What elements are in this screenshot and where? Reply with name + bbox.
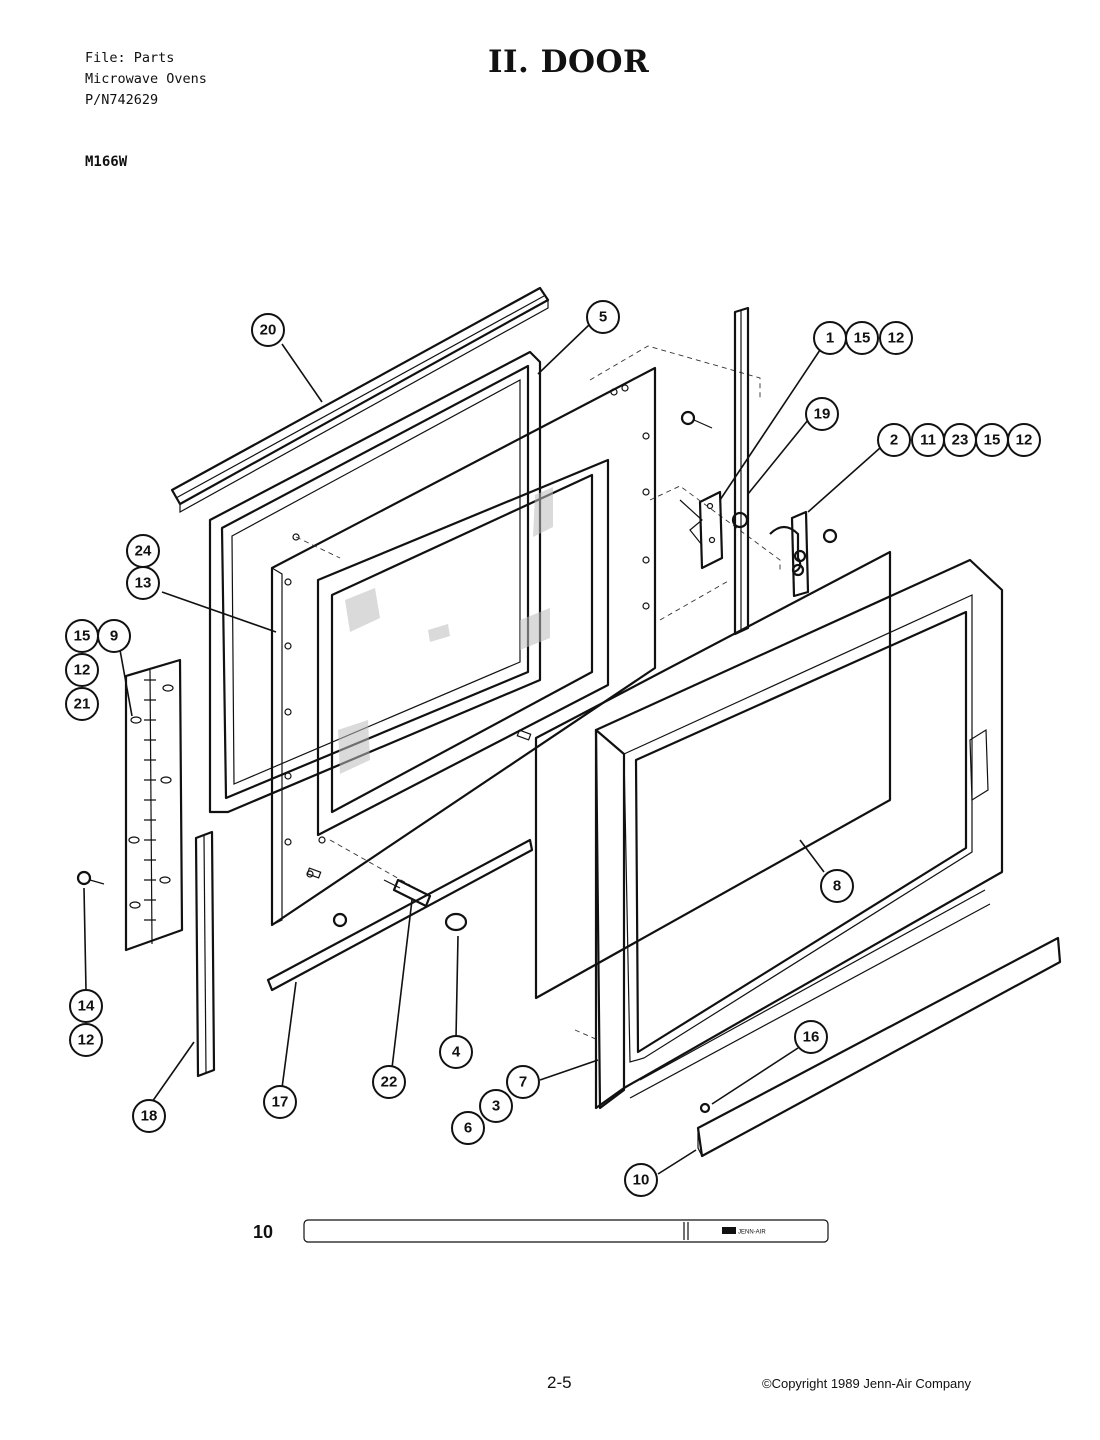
callout-12-right: 12 — [1007, 423, 1041, 457]
file-info-line-3: P/N742629 — [85, 92, 159, 108]
file-info-line-2: Microwave Ovens — [85, 71, 207, 87]
part-4-cap — [444, 912, 468, 932]
jenn-air-logo-text: JENN-AIR — [738, 1230, 766, 1236]
part-18-vertical-strip — [194, 830, 216, 1078]
svg-text:13: 13 — [135, 575, 152, 592]
callout-1: 1 — [813, 321, 847, 355]
svg-text:1: 1 — [826, 330, 834, 347]
part-9-hinge — [124, 658, 184, 952]
svg-text:19: 19 — [814, 406, 831, 423]
callout-15-right: 15 — [975, 423, 1009, 457]
part-17-bottom-strip — [266, 838, 534, 992]
part-7-outer-frame — [594, 558, 1004, 1110]
svg-text:23: 23 — [952, 432, 969, 449]
callout-18: 18 — [132, 1099, 166, 1133]
jenn-air-logo-mark — [722, 1227, 736, 1234]
callout-3: 3 — [479, 1089, 513, 1123]
callout-15-left: 15 — [65, 619, 99, 653]
model-number: M166W — [85, 154, 128, 170]
svg-text:17: 17 — [272, 1094, 289, 1111]
svg-text:4: 4 — [452, 1044, 461, 1061]
strip-outline — [303, 1219, 829, 1243]
panel-bottom-screws — [306, 729, 532, 928]
callout-16: 16 — [794, 1020, 828, 1054]
svg-text:15: 15 — [74, 628, 91, 645]
part-5-gasket-frame — [208, 350, 542, 814]
page-title: II. DOOR — [488, 44, 650, 80]
svg-text:12: 12 — [1016, 432, 1033, 449]
svg-text:18: 18 — [141, 1108, 158, 1125]
file-info-block: File: Parts Microwave Ovens P/N742629 — [85, 48, 207, 111]
svg-text:6: 6 — [464, 1120, 472, 1137]
svg-text:7: 7 — [519, 1074, 527, 1091]
part-19-latch-rod — [731, 306, 750, 636]
screw-top-right — [680, 410, 713, 429]
part-13-inner-panel — [270, 366, 657, 927]
callout-9: 9 — [97, 619, 131, 653]
svg-text:5: 5 — [599, 309, 607, 326]
svg-text:22: 22 — [381, 1074, 398, 1091]
svg-text:21: 21 — [74, 696, 91, 713]
part-10-trim-strip — [696, 936, 1062, 1158]
svg-text:15: 15 — [854, 330, 871, 347]
callout-15-top: 15 — [845, 321, 879, 355]
callout-6: 6 — [451, 1111, 485, 1145]
page-number: 2-5 — [547, 1373, 572, 1392]
callout-12-bottom: 12 — [69, 1023, 103, 1057]
callout-20: 20 — [251, 313, 285, 347]
part-8-glass-panel — [534, 550, 892, 1000]
part-20-top-strip — [170, 286, 550, 514]
copyright-notice: ©Copyright 1989 Jenn-Air Company — [762, 1376, 972, 1391]
callout-23: 23 — [943, 423, 977, 457]
svg-text:14: 14 — [78, 998, 95, 1015]
assembly-guide-lines — [295, 345, 781, 1041]
svg-text:20: 20 — [260, 322, 277, 339]
callout-7: 7 — [506, 1065, 540, 1099]
svg-text:10: 10 — [633, 1172, 650, 1189]
callout-22: 22 — [372, 1065, 406, 1099]
strip-label: 10 — [253, 1222, 273, 1242]
callout-12-left: 12 — [65, 653, 99, 687]
callout-19: 19 — [805, 397, 839, 431]
file-info-line-1: File: Parts — [85, 50, 175, 66]
callout-24: 24 — [126, 534, 160, 568]
callout-21: 21 — [65, 687, 99, 721]
callout-8: 8 — [820, 869, 854, 903]
part-14-screw — [76, 870, 105, 886]
svg-text:3: 3 — [492, 1098, 500, 1115]
part-16-screw — [699, 1102, 711, 1114]
svg-text:12: 12 — [74, 662, 91, 679]
svg-text:12: 12 — [888, 330, 905, 347]
part-22-spring — [383, 878, 432, 908]
svg-text:8: 8 — [833, 878, 841, 895]
callout-10: 10 — [624, 1163, 658, 1197]
callout-11: 11 — [911, 423, 945, 457]
svg-text:9: 9 — [110, 628, 118, 645]
svg-text:2: 2 — [890, 432, 898, 449]
leader-lines — [83, 323, 881, 1175]
callout-2: 2 — [877, 423, 911, 457]
part-1-latch-bracket — [679, 490, 724, 570]
svg-text:11: 11 — [920, 432, 936, 449]
svg-text:15: 15 — [984, 432, 1001, 449]
callout-12-top: 12 — [879, 321, 913, 355]
callout-14: 14 — [69, 989, 103, 1023]
part-2-latch-hook — [769, 510, 838, 598]
svg-text:16: 16 — [803, 1029, 820, 1046]
trim-strip-illustration: 10 JENN-AIR — [253, 1219, 829, 1243]
callout-13: 13 — [126, 566, 160, 600]
callout-4: 4 — [439, 1035, 473, 1069]
svg-text:24: 24 — [135, 543, 152, 560]
callout-5: 5 — [586, 300, 620, 334]
callout-17: 17 — [263, 1085, 297, 1119]
svg-text:12: 12 — [78, 1032, 95, 1049]
